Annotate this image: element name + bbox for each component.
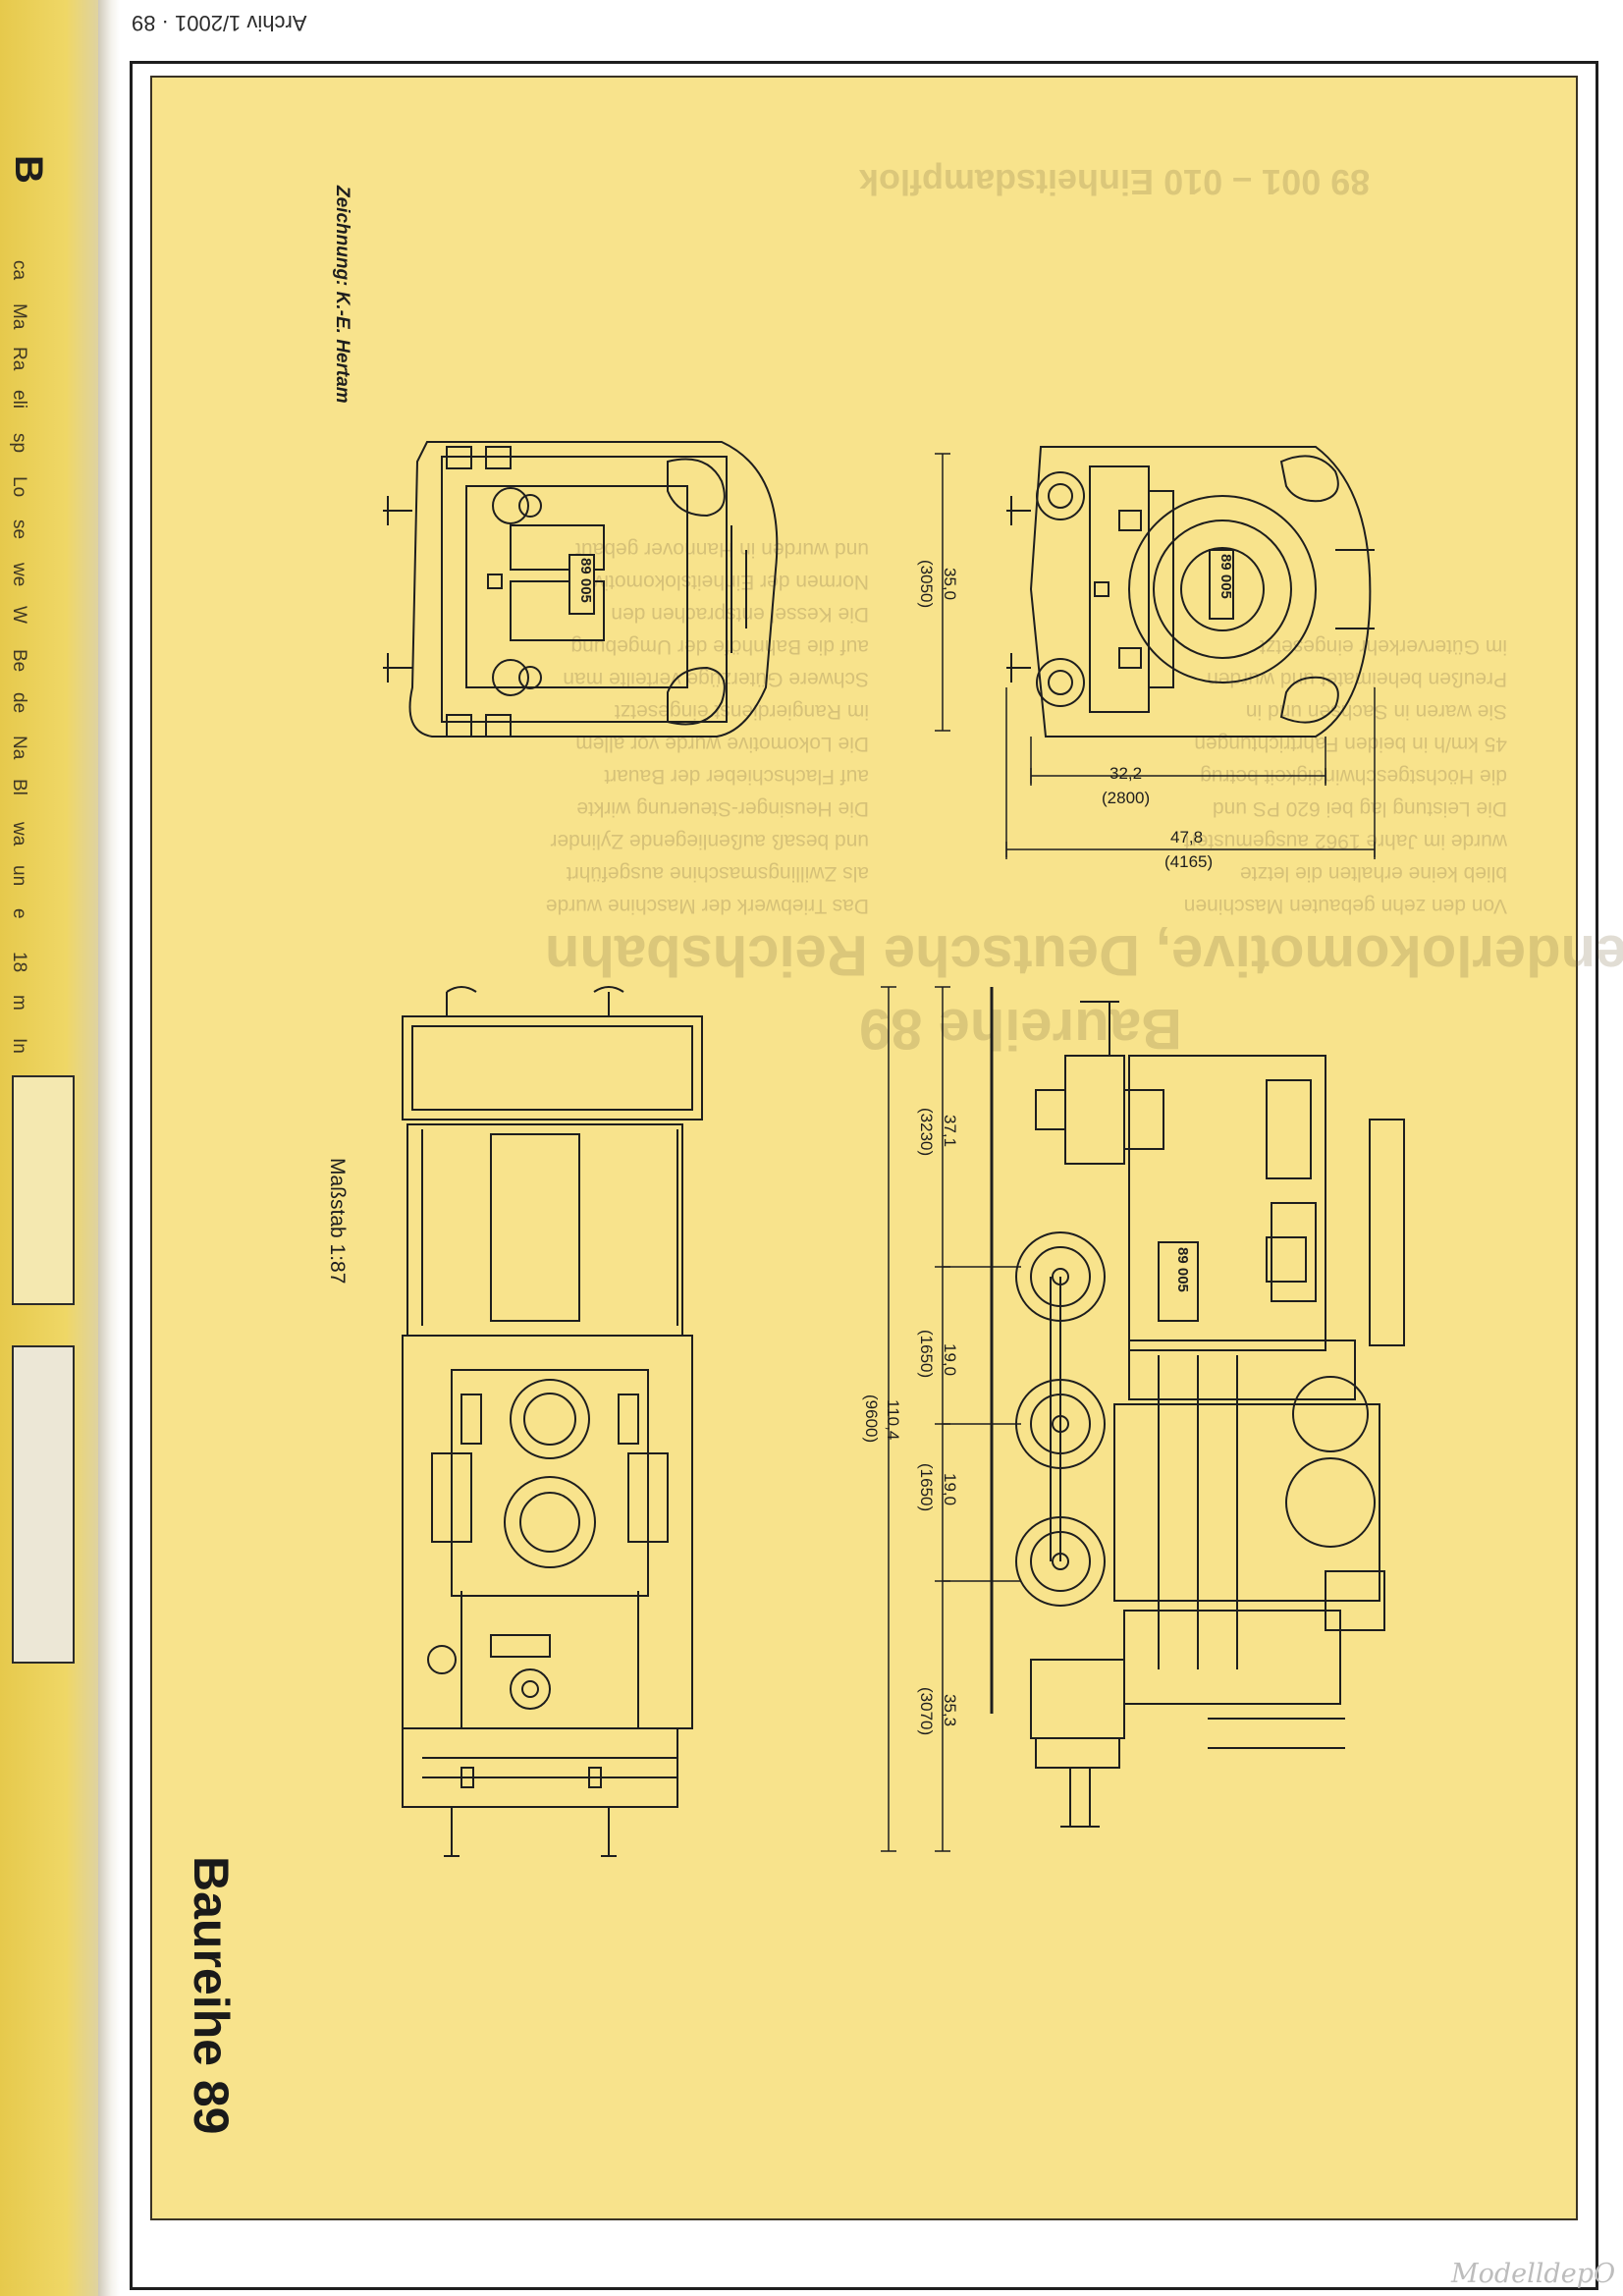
- dim-side-seg4-mm: (3070): [917, 1687, 936, 1735]
- dim-side-seg2-mm: (1650): [917, 1330, 936, 1378]
- page-gutter: [98, 0, 120, 2296]
- dim-front-width-inner-mm: (2800): [1102, 789, 1150, 807]
- dim-side-total: 110,4: [884, 1399, 902, 1440]
- front-view-dimensions: [935, 453, 1376, 859]
- magazine-page: Das Triebwerk der Maschine wurde als Zwi…: [130, 61, 1623, 2290]
- side-view: 89 005: [990, 987, 1405, 1828]
- side-view-loco-number: 89 005: [1174, 1247, 1191, 1292]
- front-end-view: 89 005: [1006, 446, 1375, 738]
- dim-side-seg2: 19,0: [941, 1343, 959, 1376]
- dim-front-width-inner: 32,2: [1109, 764, 1142, 783]
- dim-front-width-outer: 47,8: [1170, 828, 1203, 847]
- dim-side-seg1: 37,1: [941, 1115, 959, 1147]
- dim-front-width-outer-mm: (4165): [1164, 852, 1213, 871]
- dim-side-seg3-mm: (1650): [917, 1463, 936, 1511]
- dim-side-seg3: 19,0: [941, 1473, 959, 1505]
- drawing-panel: Das Triebwerk der Maschine wurde als Zwi…: [150, 76, 1623, 2220]
- dim-front-height-mm: (3050): [917, 560, 936, 608]
- plan-view: [402, 986, 703, 1857]
- dim-front-height: 35,0: [941, 568, 959, 600]
- dim-side-seg1-mm: (3230): [917, 1108, 936, 1156]
- rear-view-loco-number: 89 005: [577, 558, 594, 603]
- watermark: ModelldepO: [1451, 2259, 1616, 2289]
- previous-page-box: [12, 1075, 75, 1305]
- dim-side-total-mm: (9600): [862, 1394, 881, 1443]
- dim-side-seg4: 35,3: [941, 1694, 959, 1726]
- side-view-dimensions: [881, 986, 1021, 1852]
- front-view-loco-number: 89 005: [1217, 554, 1234, 599]
- rear-end-view: 89 005: [383, 441, 779, 738]
- previous-page-table: [12, 1345, 75, 1664]
